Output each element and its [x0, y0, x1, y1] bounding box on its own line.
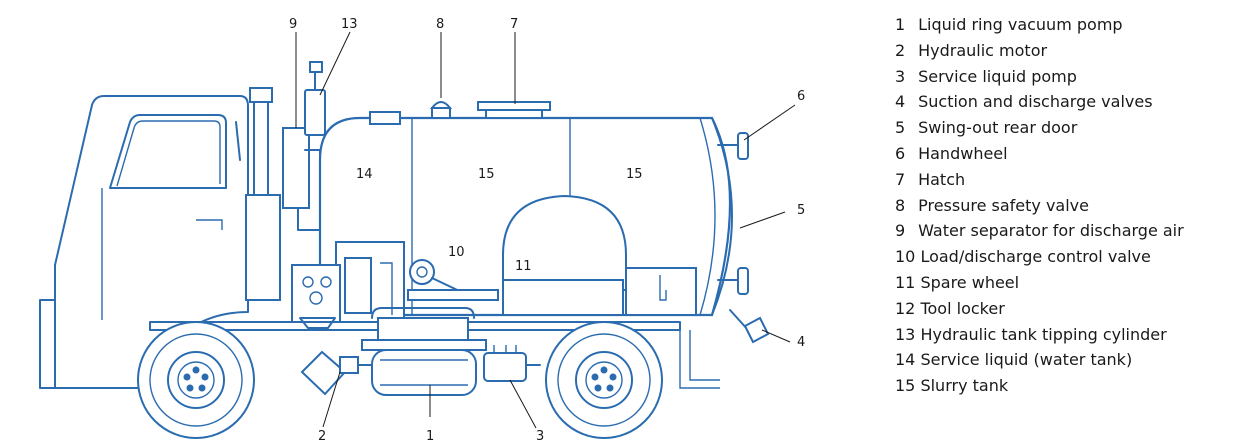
legend-item: 10 Load/discharge control valve [895, 247, 1151, 267]
callout-9: 9 [289, 17, 297, 32]
hatch [477, 101, 551, 119]
callout-10: 10 [448, 245, 465, 260]
callout-15-front: 15 [478, 167, 495, 182]
tool-locker [625, 267, 697, 316]
water-separator [282, 61, 326, 271]
rear-wheel [545, 321, 663, 439]
callout-14: 14 [356, 167, 373, 182]
legend-item: 13 Hydraulic tank tipping cylinder [895, 324, 1167, 344]
legend-item: 14 Service liquid (water tank) [895, 350, 1133, 370]
leader-lines [295, 31, 796, 429]
callout-2: 2 [318, 429, 326, 442]
callout-15-rear: 15 [626, 167, 643, 182]
spare-wheel [502, 194, 627, 316]
legend-item: 5 Swing-out rear door [895, 118, 1078, 138]
callout-5: 5 [797, 203, 805, 218]
legend-item: 6 Handwheel [895, 143, 1008, 163]
service-liquid-compartment [335, 241, 405, 323]
truck-chassis [149, 321, 720, 389]
vacuum-truck-diagram: 9 13 8 7 6 5 4 14 15 15 10 11 2 1 3 [39, 17, 805, 442]
hydraulic-motor [300, 350, 373, 396]
legend-item: 7 Hatch [895, 169, 966, 189]
legend-item: 15 Slurry tank [895, 376, 1009, 396]
pressure-safety-valve [429, 101, 453, 119]
legend-item: 9 Water separator for discharge air [895, 221, 1184, 241]
exhaust-stack [245, 87, 281, 301]
callout-11: 11 [515, 259, 532, 274]
control-valve [407, 259, 499, 301]
callout-8: 8 [436, 17, 444, 32]
parts-legend: 1 Liquid ring vacuum pomp 2 Hydraulic mo… [895, 12, 1184, 399]
legend-item: 1 Liquid ring vacuum pomp [895, 15, 1123, 34]
vacuum-pump [361, 307, 487, 396]
legend-item: 8 Pressure safety valve [895, 195, 1089, 215]
callout-13: 13 [341, 17, 358, 32]
callout-4: 4 [797, 335, 805, 350]
top-fitting [369, 111, 401, 125]
callout-labels: 9 13 8 7 6 5 4 14 15 15 10 11 2 1 3 [289, 17, 805, 442]
legend-item: 3 Service liquid pomp [895, 66, 1077, 86]
discharge-valve [729, 309, 770, 344]
legend-item: 4 Suction and discharge valves [895, 92, 1153, 112]
callout-7: 7 [510, 17, 518, 32]
callout-1: 1 [426, 429, 434, 442]
front-wheel [137, 321, 255, 439]
callout-6: 6 [797, 89, 805, 104]
legend-item: 2 Hydraulic motor [895, 40, 1048, 60]
control-box [291, 264, 341, 329]
legend-item: 12 Tool locker [895, 298, 1005, 318]
callout-3: 3 [536, 429, 544, 442]
legend-item: 11 Spare wheel [895, 272, 1020, 292]
service-liquid-pump [483, 345, 541, 382]
